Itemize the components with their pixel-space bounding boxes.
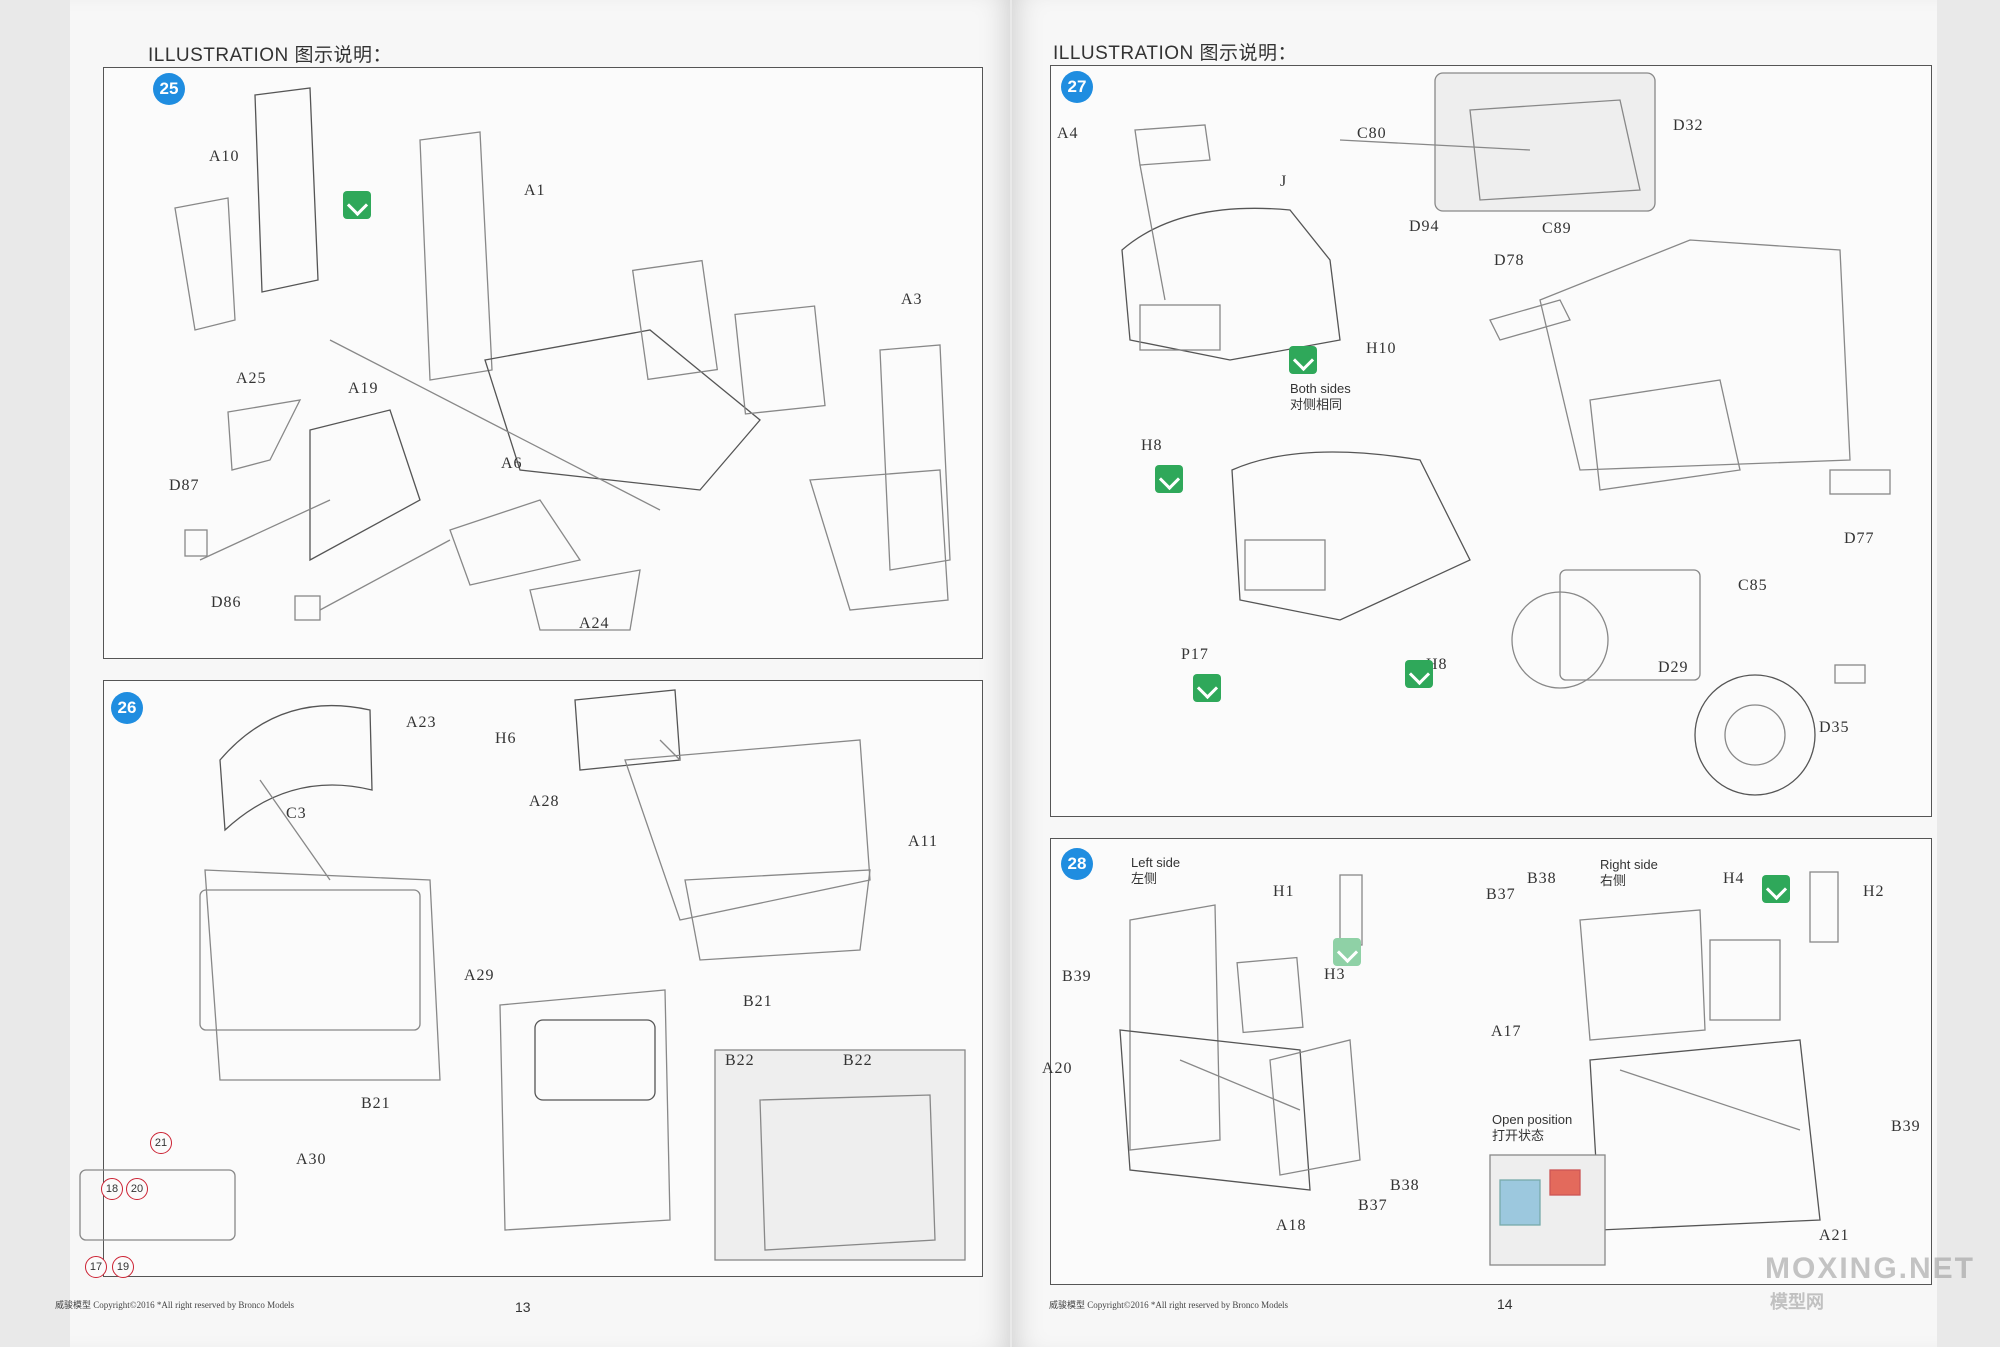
part-label-b38: B38 (1527, 870, 1557, 887)
part-label-a23: A23 (406, 714, 437, 731)
part-label-b22: B22 (843, 1052, 873, 1069)
note-cn: 打开状态 (1492, 1128, 1545, 1143)
part-label-a30: A30 (296, 1151, 327, 1168)
glue-icon (1762, 875, 1790, 903)
part-label-d87: D87 (169, 477, 200, 494)
part-label-a1: A1 (524, 182, 546, 199)
part-label-d94: D94 (1409, 218, 1440, 235)
part-label-a4: A4 (1057, 125, 1079, 142)
note-en: Both sides (1290, 381, 1351, 396)
part-label-a3: A3 (901, 291, 923, 308)
callout-17: 17 (85, 1256, 107, 1278)
part-label-a6: A6 (501, 455, 523, 472)
part-label-d29: D29 (1658, 659, 1689, 676)
part-label-a11: A11 (908, 833, 938, 850)
glue-icon (1405, 660, 1433, 688)
step-26-badge: 26 (111, 692, 143, 724)
part-label-b38: B38 (1390, 1177, 1420, 1194)
part-label-a17: A17 (1491, 1023, 1522, 1040)
part-label-p17: P17 (1181, 646, 1209, 663)
glue-icon (1333, 938, 1361, 966)
part-label-a28: A28 (529, 793, 560, 810)
page-header-right: ILLUSTRATION 图示说明： (1053, 43, 1298, 64)
part-label-a19: A19 (348, 380, 379, 397)
callout-20: 20 (126, 1178, 148, 1200)
step-25-panel (103, 67, 983, 659)
part-label-b21: B21 (743, 993, 773, 1010)
glue-icon (343, 191, 371, 219)
step-25-badge: 25 (153, 73, 185, 105)
both-sides-note: Both sides 对侧相同 (1290, 381, 1351, 413)
part-label-h4: H4 (1723, 870, 1745, 887)
part-label-h6: H6 (495, 730, 517, 747)
note-en: Left side (1131, 855, 1181, 870)
left-side-note: Left side 左侧 (1131, 855, 1180, 887)
right-side-note: Right side 右侧 (1600, 857, 1658, 889)
part-label-b39: B39 (1891, 1118, 1921, 1135)
part-label-h1: H1 (1273, 883, 1295, 900)
glue-icon (1155, 465, 1183, 493)
part-label-a29: A29 (464, 967, 495, 984)
part-label-a10: A10 (209, 148, 240, 165)
page-header-left: ILLUSTRATION 图示说明： (148, 45, 393, 66)
part-label-a25: A25 (236, 370, 267, 387)
part-label-b21: B21 (361, 1095, 391, 1112)
part-label-b37: B37 (1358, 1197, 1388, 1214)
copyright-footer-left: 威骏模型 Copyright©2016 *All right reserved … (55, 1300, 295, 1310)
note-en: Open position (1492, 1112, 1573, 1127)
part-label-h2: H2 (1863, 883, 1885, 900)
part-label-c80: C80 (1357, 125, 1387, 142)
part-label-h3: H3 (1324, 966, 1346, 983)
part-label-j: J (1280, 173, 1288, 190)
part-label-d32: D32 (1673, 117, 1704, 134)
glue-icon (1193, 674, 1221, 702)
part-label-d77: D77 (1844, 530, 1875, 547)
glue-icon (1289, 346, 1317, 374)
note-en: Right side (1600, 857, 1658, 872)
part-label-b37: B37 (1486, 886, 1516, 903)
open-position-note: Open position 打开状态 (1492, 1112, 1572, 1144)
note-cn: 右侧 (1600, 873, 1627, 888)
watermark-subtext: 模型网 (1770, 1292, 1824, 1312)
part-label-d86: D86 (211, 594, 242, 611)
part-label-h8: H8 (1141, 437, 1163, 454)
part-label-a20: A20 (1042, 1060, 1073, 1077)
callout-19: 19 (112, 1256, 134, 1278)
part-label-d78: D78 (1494, 252, 1525, 269)
step-27-badge: 27 (1061, 71, 1093, 103)
callout-18: 18 (101, 1178, 123, 1200)
callout-21: 21 (150, 1132, 172, 1154)
part-label-a24: A24 (579, 615, 610, 632)
copyright-footer-right: 威骏模型 Copyright©2016 *All right reserved … (1049, 1300, 1289, 1310)
part-label-b39: B39 (1062, 968, 1092, 985)
page-number-right: 14 (1497, 1296, 1513, 1312)
part-label-d35: D35 (1819, 719, 1850, 736)
part-label-c85: C85 (1738, 577, 1768, 594)
part-label-a21: A21 (1819, 1227, 1850, 1244)
page-number-left: 13 (515, 1299, 531, 1315)
part-label-a18: A18 (1276, 1217, 1307, 1234)
note-cn: 对侧相同 (1290, 397, 1343, 412)
watermark-logo: MOXING.NET (1765, 1252, 1976, 1285)
part-label-c89: C89 (1542, 220, 1572, 237)
note-cn: 左侧 (1131, 871, 1158, 886)
part-label-c3: C3 (286, 805, 307, 822)
part-label-b22: B22 (725, 1052, 755, 1069)
part-label-h10: H10 (1366, 340, 1397, 357)
step-28-badge: 28 (1061, 848, 1093, 880)
